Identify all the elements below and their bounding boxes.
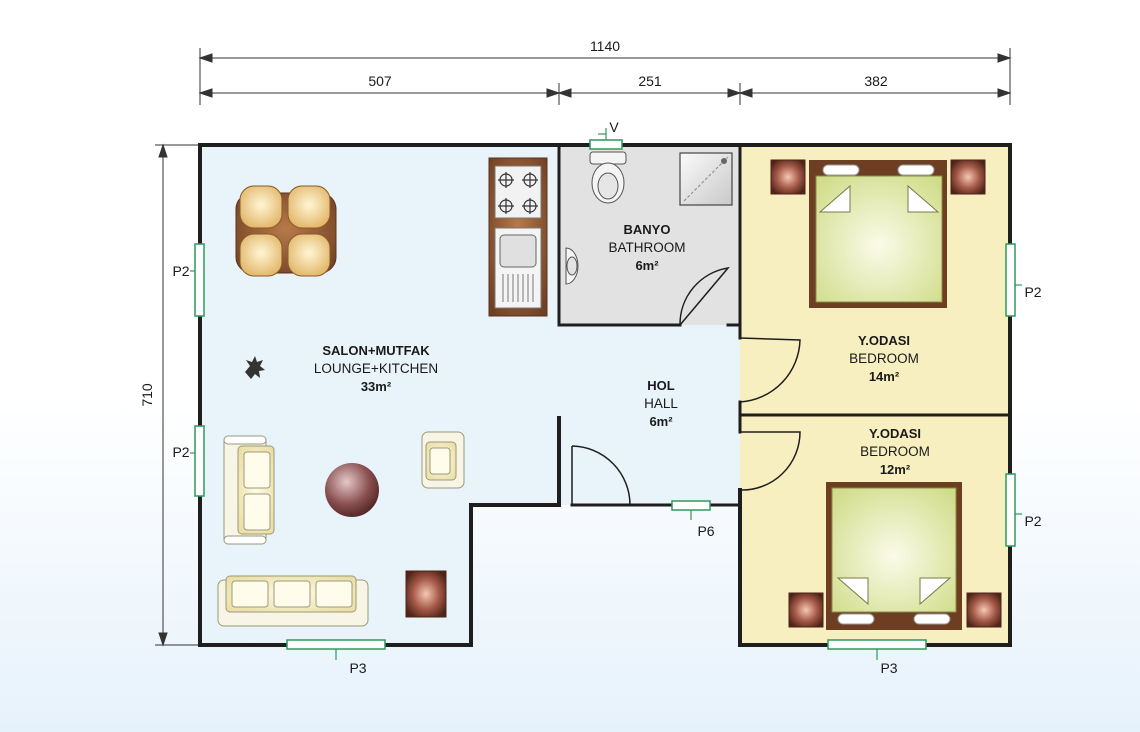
bathroom-label: BANYO BATHROOM 6m² xyxy=(609,222,686,273)
bedroom2-furniture xyxy=(788,482,1002,630)
total-depth-label: 710 xyxy=(139,383,155,407)
total-width-label: 1140 xyxy=(590,38,620,54)
walls xyxy=(198,143,1012,647)
coffee-table xyxy=(325,463,379,517)
window-bedroom2-side[interactable] xyxy=(1005,473,1016,547)
plant-icon xyxy=(245,356,265,379)
sofa-bottom xyxy=(217,575,369,627)
window-lounge-lower[interactable] xyxy=(194,425,205,497)
svg-text:33m²: 33m² xyxy=(361,379,392,394)
window-lounge-upper[interactable] xyxy=(194,243,205,317)
window-lounge-upper-label: P2 xyxy=(172,263,189,279)
lounge-door[interactable] xyxy=(571,445,631,506)
window-bedroom2-side-label: P2 xyxy=(1024,513,1041,529)
toilet-icon xyxy=(589,151,627,204)
sofa-left xyxy=(223,435,275,545)
lounge-width-label: 507 xyxy=(368,73,392,89)
ventilation-label: V xyxy=(609,119,619,135)
bedroom1-furniture xyxy=(770,159,986,308)
bedroom2-label: Y.ODASI BEDROOM 12m² xyxy=(860,426,930,477)
svg-text:6m²: 6m² xyxy=(649,414,673,429)
entrance-door-label: P6 xyxy=(697,523,714,539)
window-bedroom1[interactable] xyxy=(1005,243,1016,317)
window-bedroom1-label: P2 xyxy=(1024,284,1041,300)
svg-text:BEDROOM: BEDROOM xyxy=(849,351,919,366)
svg-text:LOUNGE+KITCHEN: LOUNGE+KITCHEN xyxy=(314,361,438,376)
bedroom1-label: Y.ODASI BEDROOM 14m² xyxy=(849,333,919,384)
window-lounge-bottom[interactable] xyxy=(286,639,386,650)
svg-text:12m²: 12m² xyxy=(880,462,911,477)
window-bedroom2-bottom-label: P3 xyxy=(880,660,897,676)
lounge-label: SALON+MUTFAK LOUNGE+KITCHEN 33m² xyxy=(314,343,438,394)
stove-burners-icon xyxy=(498,172,538,214)
window-ventilation[interactable] xyxy=(589,139,623,150)
kitchen-counter xyxy=(488,157,548,317)
bedrooms-width-label: 382 xyxy=(864,73,888,89)
dining-table-set xyxy=(235,185,337,277)
entrance-door-frame[interactable] xyxy=(671,500,711,511)
svg-text:BEDROOM: BEDROOM xyxy=(860,444,930,459)
svg-text:14m²: 14m² xyxy=(869,369,900,384)
window-bedroom2-bottom[interactable] xyxy=(827,639,927,650)
svg-text:6m²: 6m² xyxy=(635,258,659,273)
svg-text:SALON+MUTFAK: SALON+MUTFAK xyxy=(322,343,430,358)
shower-icon xyxy=(679,152,733,206)
bedroom1-door[interactable] xyxy=(739,337,801,403)
armchair xyxy=(421,431,465,489)
window-leaders xyxy=(190,128,1022,660)
doors xyxy=(571,266,801,506)
window-lounge-lower-label: P2 xyxy=(172,444,189,460)
side-cabinet xyxy=(405,570,447,618)
window-lounge-bottom-label: P3 xyxy=(349,660,366,676)
svg-text:Y.ODASI: Y.ODASI xyxy=(869,426,921,441)
middle-width-label: 251 xyxy=(638,73,662,89)
svg-text:BATHROOM: BATHROOM xyxy=(609,240,686,255)
svg-text:BANYO: BANYO xyxy=(624,222,671,237)
bedroom2-door[interactable] xyxy=(739,431,801,491)
hall-label: HOL HALL 6m² xyxy=(644,378,678,429)
hall-floor xyxy=(559,325,740,505)
dimension-lines xyxy=(155,48,1012,647)
svg-text:HALL: HALL xyxy=(644,396,678,411)
windows xyxy=(194,139,1016,650)
washbasin-icon xyxy=(565,247,579,285)
svg-text:HOL: HOL xyxy=(647,378,675,393)
svg-text:Y.ODASI: Y.ODASI xyxy=(858,333,910,348)
